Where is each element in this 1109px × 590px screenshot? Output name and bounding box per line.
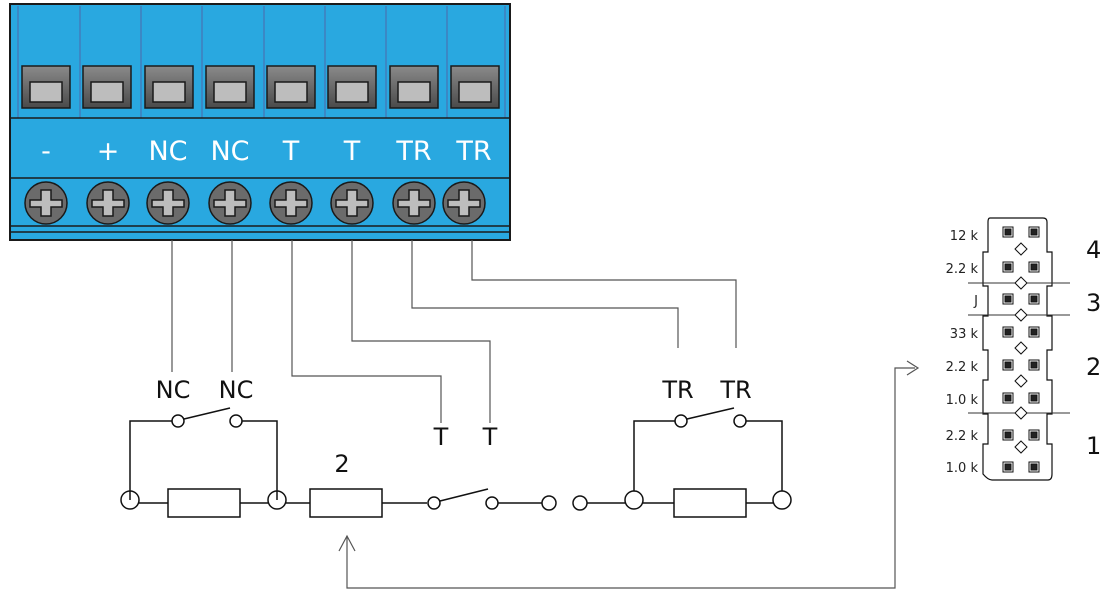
terminal-node [120, 490, 140, 510]
jumper-group-3: 3 [1086, 289, 1101, 317]
nc-label-1: NC [156, 376, 191, 404]
terminal-node [267, 490, 287, 510]
jumper-group-4: 4 [1086, 236, 1101, 264]
nc-switch [129, 407, 278, 500]
circuit: NC NC 2 T T TR TR [120, 376, 792, 518]
screw-icon [269, 181, 313, 225]
terminal-label-7: TR [395, 136, 431, 167]
screw-icon [146, 181, 190, 225]
cable-entry-6 [327, 65, 377, 109]
terminal-block: - + NC NC T T TR TR [9, 3, 511, 241]
screw-icon [442, 181, 486, 225]
screw-icon [86, 181, 130, 225]
cable-entry-7 [389, 65, 439, 109]
cable-entry-3 [144, 65, 194, 109]
cable-entry-5 [266, 65, 316, 109]
jumper-group-1: 1 [1086, 432, 1101, 460]
wire-tr-2 [471, 240, 737, 348]
terminal-label-4: NC [210, 136, 249, 167]
terminal-node [541, 495, 557, 511]
cable-entry-1 [21, 65, 71, 109]
resistor-nc [167, 488, 241, 518]
terminal-label-2: + [97, 136, 120, 167]
wire-t-1 [291, 240, 442, 423]
jumper-label-5: 2.2 k [946, 360, 979, 375]
t-label-2: T [482, 423, 498, 451]
jumper-label-2: 2.2 k [946, 262, 979, 277]
tr-label-2: TR [719, 376, 751, 404]
terminal-node [572, 495, 588, 511]
resistor-2 [309, 488, 383, 518]
cable-entry-2 [82, 65, 132, 109]
jumper-label-1: 12 k [950, 229, 979, 244]
terminal-node [624, 490, 644, 510]
link-arrow [338, 360, 920, 589]
arrow-up-icon [338, 534, 356, 552]
terminal-node [772, 490, 792, 510]
terminal-label-1: - [41, 136, 51, 167]
nc-label-2: NC [219, 376, 254, 404]
jumper-label-6: 1.0 k [946, 393, 979, 408]
cable-entry-4 [205, 65, 255, 109]
resistor-2-label: 2 [334, 450, 349, 478]
jumper-label-3: J [973, 294, 978, 309]
jumper-label-4: 33 k [950, 327, 979, 342]
jumper-block: 12 k 2.2 k J 33 k 2.2 k 1.0 k 2.2 k 1.0 … [946, 217, 1101, 481]
t-label-1: T [433, 423, 449, 451]
t-switch [427, 488, 499, 510]
screw-icon [392, 181, 436, 225]
terminal-label-8: TR [455, 136, 491, 167]
wire-t-2 [351, 240, 491, 423]
resistor-tr [673, 488, 747, 518]
screw-icon [24, 181, 68, 225]
jumper-group-2: 2 [1086, 353, 1101, 381]
arrow-right-icon [906, 360, 920, 376]
screw-icon [208, 181, 252, 225]
wire-tr-1 [411, 240, 679, 348]
cable-entry-8 [450, 65, 500, 109]
tr-switch [633, 407, 783, 491]
jumper-label-7: 2.2 k [946, 429, 979, 444]
wires [171, 240, 737, 423]
terminal-screws [24, 181, 486, 225]
terminal-label-3: NC [148, 136, 187, 167]
cable-entry-slots [21, 65, 500, 109]
tr-label-1: TR [661, 376, 693, 404]
terminal-label-6: T [343, 136, 361, 167]
screw-icon [330, 181, 374, 225]
jumper-label-8: 1.0 k [946, 461, 979, 476]
terminal-label-5: T [282, 136, 300, 167]
